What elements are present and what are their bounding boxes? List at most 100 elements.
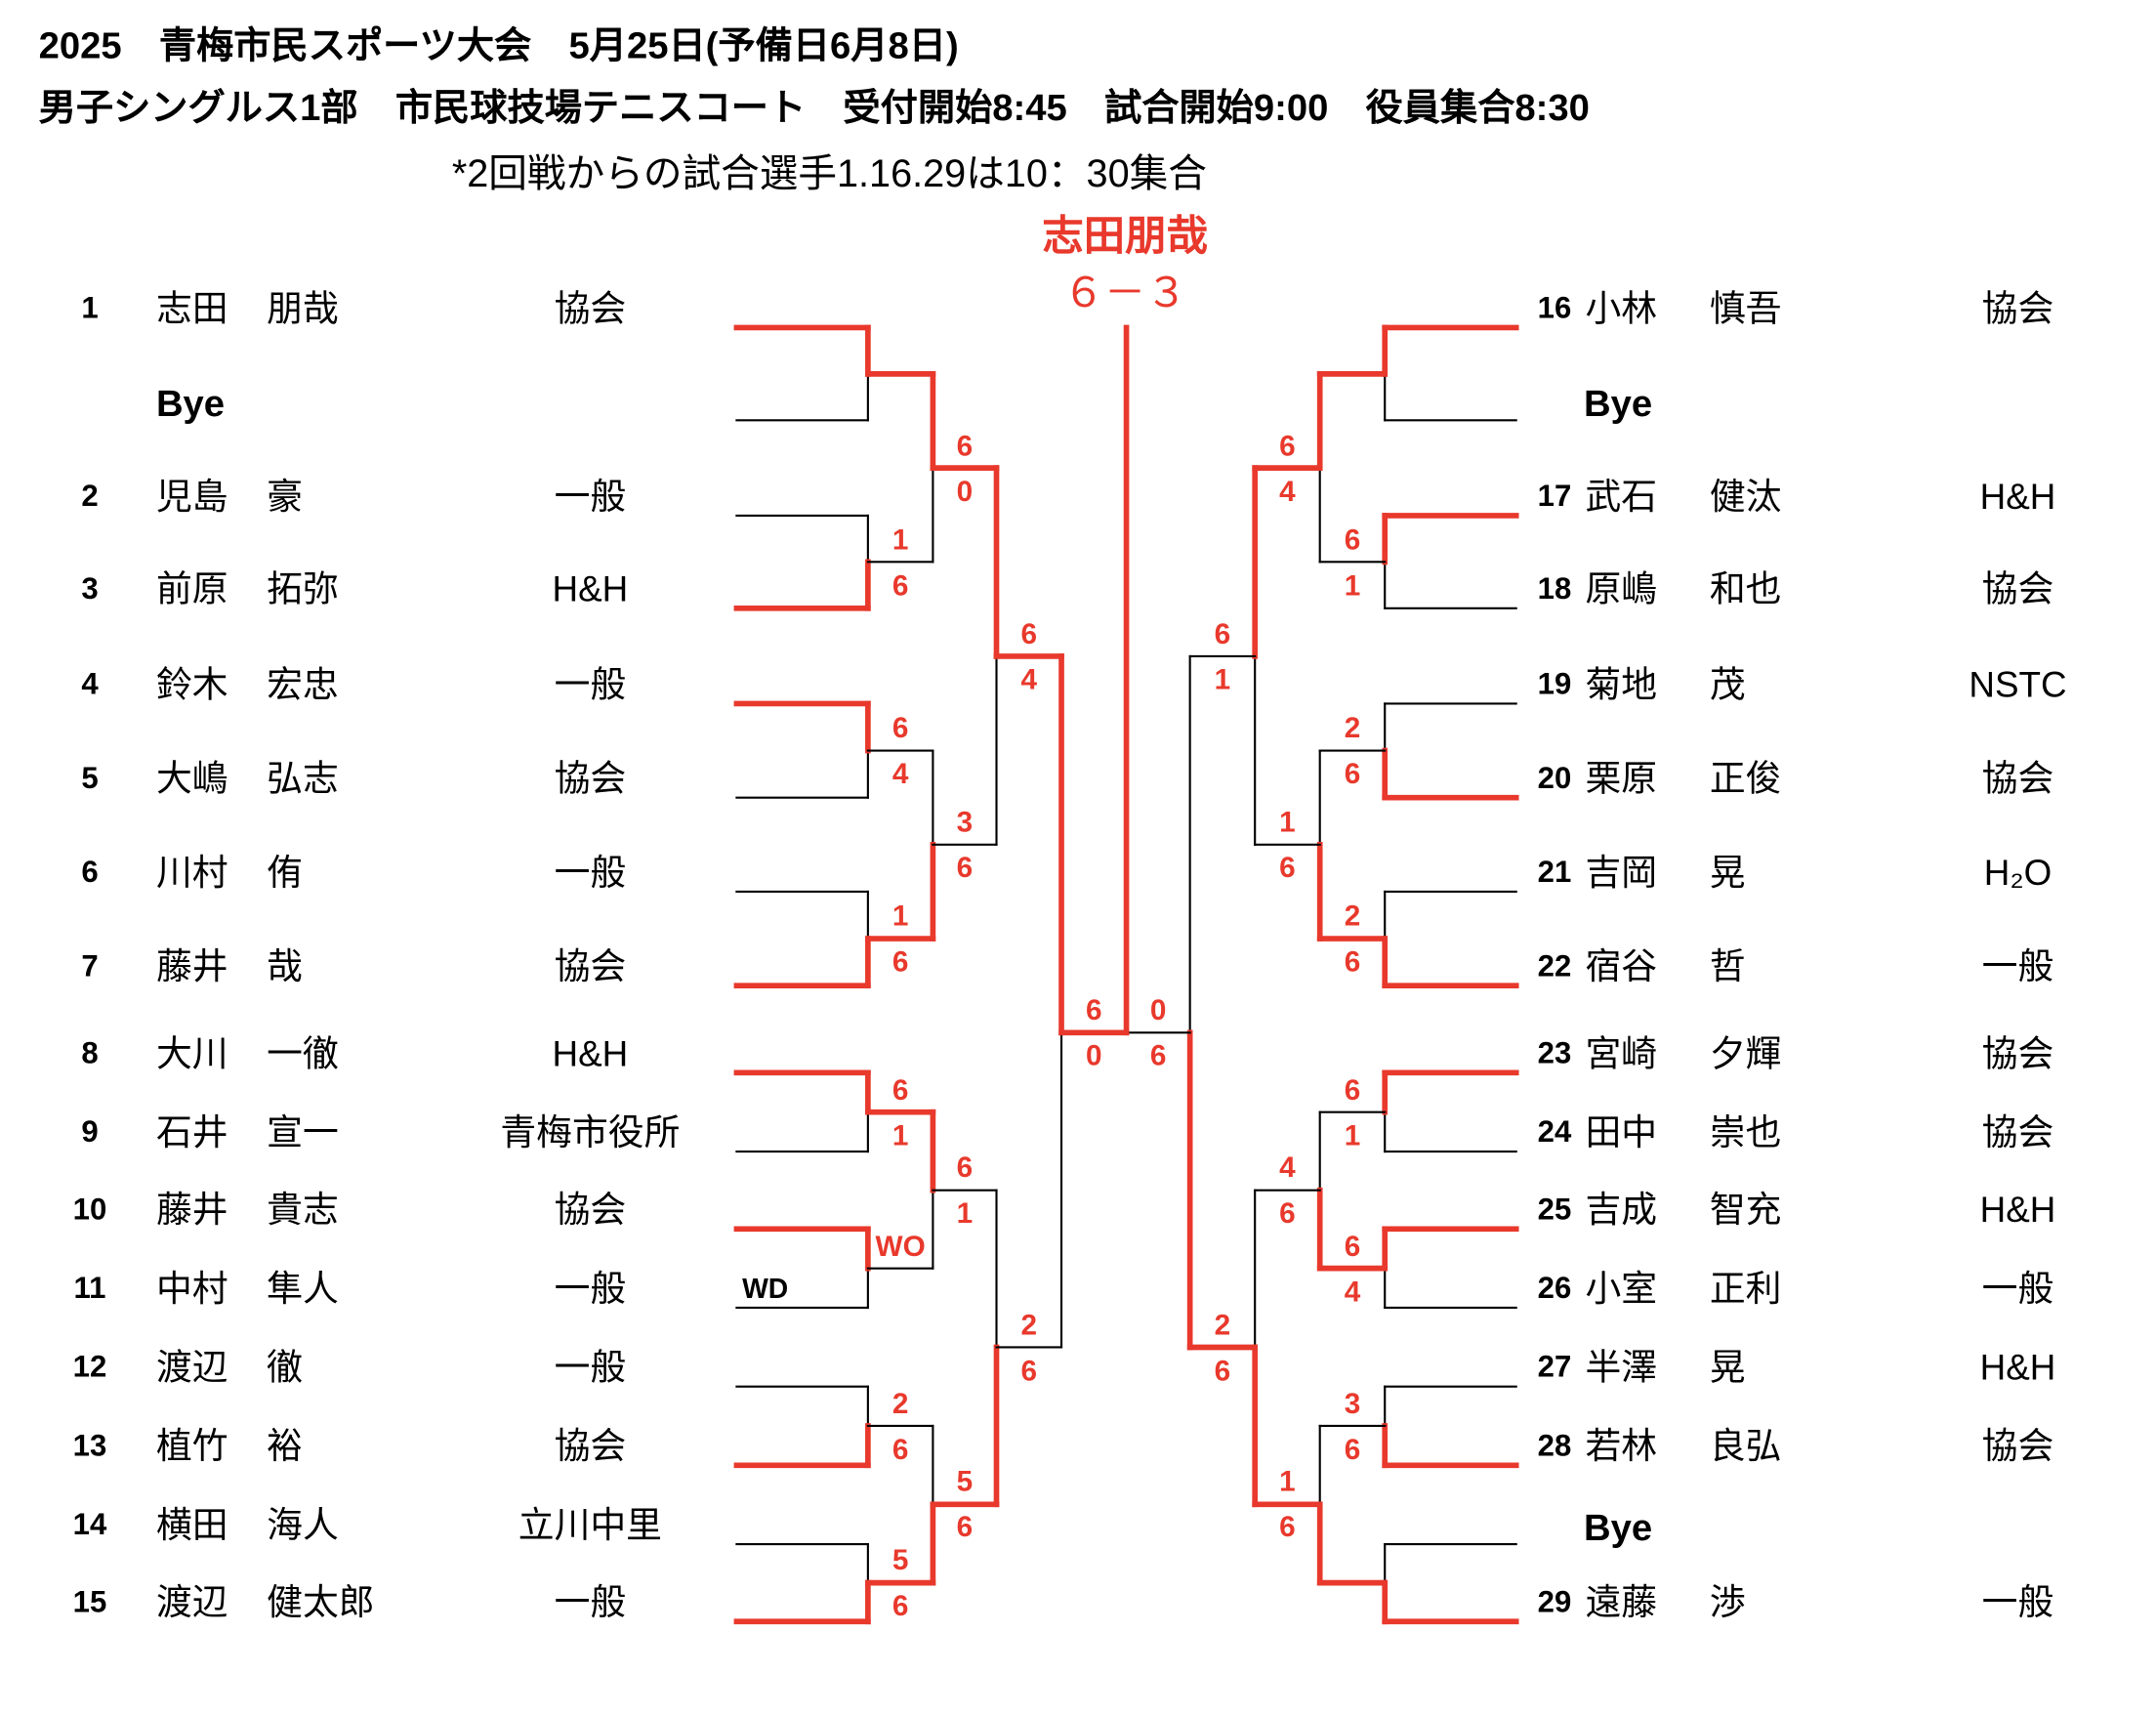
player-given-name: 智充 [1709, 1189, 1782, 1231]
player-given-name: 宏忠 [267, 663, 339, 705]
player-surname: 大嶋 [155, 757, 228, 800]
player-given-name: 朋哉 [267, 287, 339, 329]
bye-slot: Bye [1584, 1506, 1653, 1549]
score-top: 6 [891, 1073, 909, 1107]
score-bottom: 6 [891, 1433, 909, 1466]
player-surname: 田中 [1585, 1110, 1658, 1153]
player-affiliation: 協会 [1981, 1425, 2054, 1467]
player-affiliation: 協会 [1981, 757, 2054, 800]
player-affiliation: H&H [1979, 475, 2056, 518]
score-top: 5 [956, 1466, 974, 1498]
player-seed-number: 27 [1537, 1349, 1572, 1384]
player-seed-number: 12 [72, 1349, 107, 1384]
player-given-name: 良弘 [1709, 1425, 1782, 1467]
player-surname: 小室 [1585, 1267, 1658, 1310]
player-affiliation: 協会 [554, 757, 627, 800]
player-seed-number: 4 [81, 666, 99, 701]
player-affiliation: 一般 [554, 851, 627, 894]
score-top: 6 [1344, 1073, 1361, 1107]
player-given-name: 裕 [267, 1425, 303, 1467]
player-given-name: 夕輝 [1709, 1032, 1782, 1074]
player-affiliation: 一般 [554, 1267, 627, 1310]
player-given-name: 哲 [1709, 945, 1746, 987]
score-top: 6 [1344, 523, 1361, 556]
player-affiliation: H&H [552, 567, 629, 610]
assembly-note: *2回戦からの試合選手1.16.29は10：30集合 [451, 151, 1207, 195]
player-seed-number: 17 [1537, 478, 1572, 514]
player-seed-number: 29 [1537, 1584, 1572, 1619]
player-given-name: 宣一 [267, 1110, 339, 1153]
player-affiliation: 協会 [554, 1425, 627, 1467]
score-top: 6 [1344, 1230, 1361, 1263]
player-seed-number: 25 [1537, 1192, 1572, 1227]
score-top: 3 [1344, 1388, 1361, 1420]
player-surname: 鈴木 [155, 663, 228, 705]
score-bottom: 1 [891, 1119, 909, 1152]
score-top: 4 [1279, 1151, 1296, 1185]
score-top: WO [875, 1230, 926, 1263]
score-top: 2 [891, 1388, 909, 1420]
score-bottom: 6 [956, 1512, 974, 1544]
score-top: 1 [1279, 806, 1296, 839]
player-seed-number: 9 [81, 1113, 99, 1150]
player-affiliation: H₂O [1983, 851, 2052, 894]
score-bottom: 1 [956, 1197, 974, 1230]
player-seed-number: 21 [1537, 854, 1572, 890]
player-affiliation: 協会 [554, 287, 627, 329]
score-top: 6 [1279, 430, 1296, 462]
score-bottom: 6 [1344, 945, 1361, 979]
score-bottom: 4 [1279, 475, 1296, 508]
player-affiliation: 一般 [554, 475, 627, 518]
player-given-name: 正利 [1709, 1267, 1782, 1310]
score-bottom: 6 [1279, 1512, 1296, 1544]
player-given-name: 健太郎 [267, 1581, 375, 1623]
player-surname: 大川 [155, 1032, 228, 1074]
player-given-name: 晃 [1709, 1346, 1746, 1389]
score-bottom: 6 [891, 945, 909, 979]
score-bottom: 1 [1344, 1119, 1361, 1152]
player-seed-number: 20 [1537, 760, 1572, 795]
player-seed-number: 23 [1537, 1035, 1572, 1070]
score-top: 1 [891, 523, 909, 556]
score-top: 6 [1214, 618, 1231, 650]
score-bottom: 4 [1020, 663, 1038, 696]
score-top: 6 [956, 430, 974, 462]
player-affiliation: H&H [552, 1032, 629, 1074]
score-top: 6 [891, 712, 909, 745]
player-given-name: 拓弥 [267, 567, 339, 610]
champion-name: 志田朋哉 [1042, 214, 1209, 261]
player-given-name: 侑 [267, 851, 303, 894]
player-given-name: 茂 [1709, 663, 1746, 705]
player-surname: 原嶋 [1585, 567, 1658, 610]
player-affiliation: 協会 [1981, 567, 2054, 610]
player-seed-number: 7 [81, 947, 99, 984]
score-bottom: 1 [1344, 569, 1361, 602]
score-top: 1 [891, 900, 909, 933]
score-top: 6 [1086, 994, 1102, 1026]
player-seed-number: 15 [72, 1584, 107, 1619]
player-surname: 前原 [155, 567, 228, 610]
player-surname: 宿谷 [1585, 945, 1658, 987]
player-surname: 若林 [1585, 1425, 1658, 1467]
player-surname: 川村 [155, 851, 228, 894]
score-top: 5 [891, 1544, 909, 1577]
player-seed-number: 10 [72, 1192, 107, 1227]
score-top: 0 [1149, 994, 1167, 1026]
player-given-name: 渉 [1709, 1581, 1746, 1623]
player-affiliation: NSTC [1969, 663, 2067, 705]
player-given-name: 正俊 [1709, 757, 1782, 800]
score-bottom: 0 [1086, 1040, 1102, 1072]
player-surname: 藤井 [155, 1189, 228, 1231]
score-bottom: 6 [1279, 1197, 1296, 1230]
player-surname: 宮崎 [1585, 1032, 1658, 1074]
player-given-name: 崇也 [1709, 1110, 1782, 1153]
player-seed-number: 19 [1537, 666, 1572, 701]
player-seed-number: 14 [72, 1506, 107, 1542]
player-given-name: 貴志 [267, 1189, 339, 1231]
player-surname: 半澤 [1585, 1346, 1658, 1389]
player-affiliation: 協会 [554, 945, 627, 987]
player-seed-number: 13 [72, 1428, 107, 1463]
score-top: 2 [1020, 1309, 1038, 1342]
player-given-name: 海人 [267, 1503, 339, 1546]
